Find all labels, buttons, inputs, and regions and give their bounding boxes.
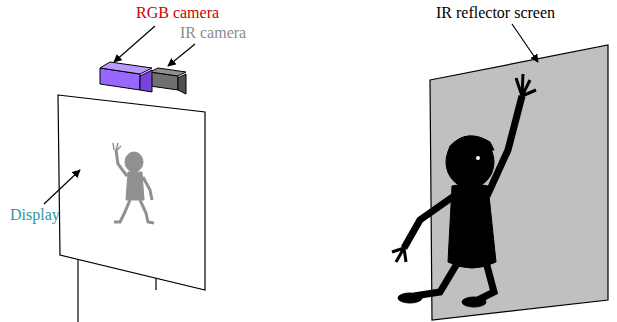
person-silhouette: [392, 74, 536, 307]
screen-label: IR reflector screen: [436, 4, 555, 22]
ir-reflector-screen: [430, 45, 608, 320]
displayed-figure: [113, 143, 154, 223]
camera-label: IR camera: [180, 24, 246, 42]
display-label: Display: [10, 206, 60, 224]
leader-arrow: [114, 26, 155, 62]
rgb-camera: [100, 62, 152, 92]
camera-label: RGB camera: [136, 4, 219, 22]
leader-arrow: [168, 44, 195, 66]
ir-camera: [150, 68, 186, 94]
leader-arrow: [512, 24, 538, 62]
display-board: [58, 95, 205, 290]
eye: [476, 156, 480, 160]
display-leg: [77, 255, 78, 322]
leader-arrow: [44, 170, 80, 204]
